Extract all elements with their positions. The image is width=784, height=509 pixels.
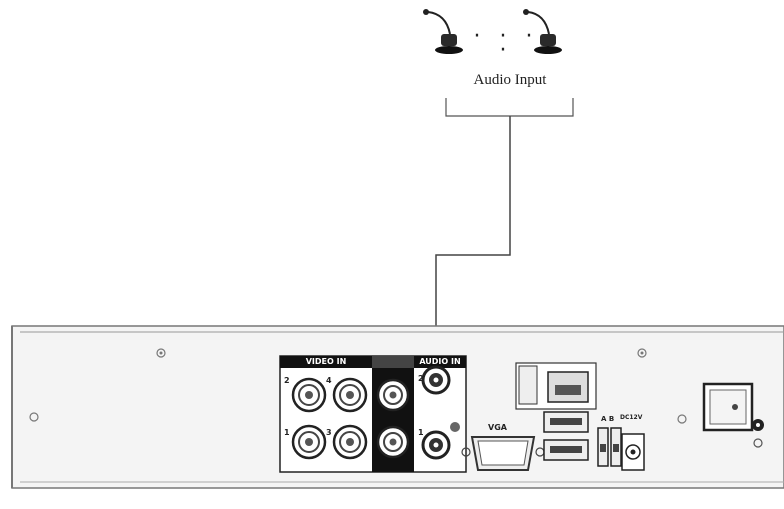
video-in-label: VIDEO IN bbox=[305, 357, 347, 366]
bnc-connector-video-4 bbox=[332, 377, 368, 413]
audio-in-label: AUDIO IN bbox=[419, 357, 461, 366]
bnc-connector-loop-top bbox=[376, 378, 410, 412]
audio-port-number-1: 1 bbox=[418, 428, 424, 437]
bnc-connector-video-3 bbox=[332, 424, 368, 460]
audio-screw bbox=[450, 422, 460, 432]
video-port-number-4: 4 bbox=[326, 376, 332, 385]
video-port-number-2: 2 bbox=[284, 376, 290, 385]
vga-label: VGA bbox=[488, 423, 507, 432]
ground-terminal bbox=[752, 419, 764, 448]
rca-connector-audio-1 bbox=[421, 430, 451, 460]
bnc-connector-video-1 bbox=[291, 424, 327, 460]
power-label: DC12V bbox=[620, 414, 643, 421]
rca-connector-audio-2 bbox=[421, 365, 451, 395]
network-usb-block bbox=[515, 362, 597, 461]
audio-cable bbox=[435, 98, 574, 372]
power-jack bbox=[621, 433, 645, 471]
bnc-connector-loop-bottom bbox=[376, 425, 410, 459]
bnc-connector-video-2 bbox=[291, 377, 327, 413]
microphone-left-icon bbox=[423, 9, 463, 54]
audio-input-caption: Audio Input bbox=[473, 72, 547, 88]
alarm-label: A B bbox=[601, 415, 615, 423]
alarm-terminal bbox=[597, 427, 622, 467]
power-switch bbox=[702, 382, 754, 432]
video-port-number-1: 1 bbox=[284, 428, 290, 437]
vga-port bbox=[461, 436, 545, 471]
microphone-right-icon bbox=[523, 9, 562, 54]
audio-port-number-2: 2 bbox=[418, 374, 424, 383]
video-port-number-3: 3 bbox=[326, 428, 332, 437]
microphone-separator: · · · · bbox=[473, 24, 539, 63]
